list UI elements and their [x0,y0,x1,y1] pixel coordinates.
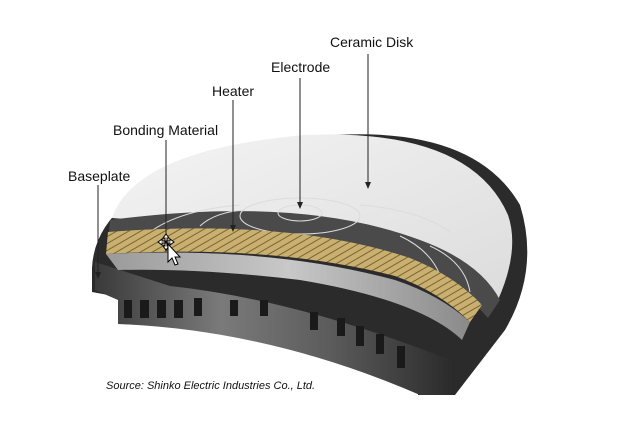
label-baseplate: Baseplate [68,168,131,184]
label-electrode: Electrode [271,59,331,75]
move-cursor-icon [156,232,186,273]
label-bonding-material: Bonding Material [113,122,219,138]
heater-layer [106,228,482,322]
baseplate-cut-face [95,262,455,395]
baseplate-slots [124,298,405,368]
inner-cut-wall [106,252,470,340]
label-ceramic-disk: Ceramic Disk [330,34,414,50]
leader-lines [97,54,369,275]
source-caption: Source: Shinko Electric Industries Co., … [106,380,316,392]
label-heater: Heater [212,83,255,99]
